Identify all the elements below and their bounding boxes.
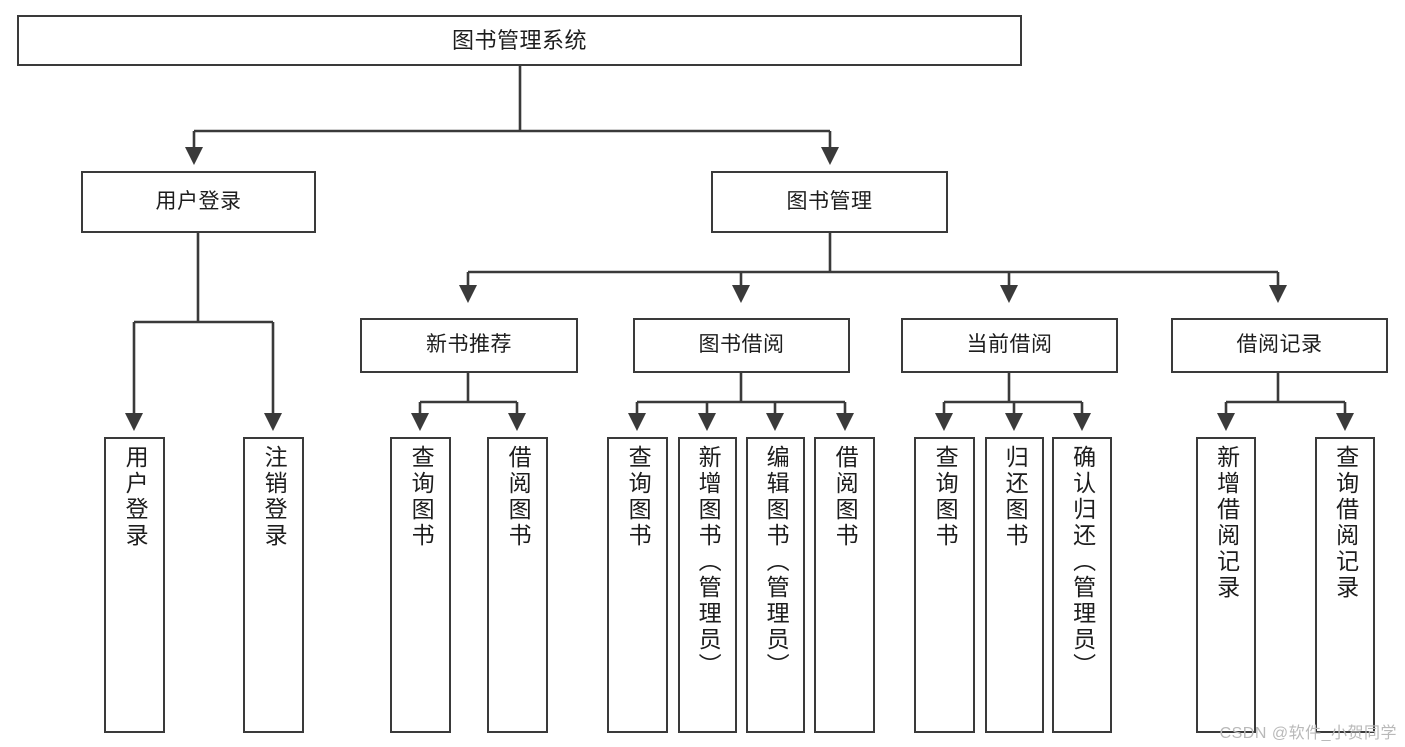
node-label: 归还图书 (1002, 445, 1029, 549)
node-label: 借阅图书 (832, 445, 859, 549)
node-leaf-new-book-borrow[interactable]: 借阅图书 (487, 437, 548, 733)
node-leaf-current-confirm-return-admin[interactable]: 确认归还（管理员） (1052, 437, 1112, 733)
node-label: 图书管理 (786, 189, 873, 213)
node-leaf-borrow-edit-book-admin[interactable]: 编辑图书（管理员） (746, 437, 805, 733)
node-user-login[interactable]: 用户登录 (81, 171, 316, 233)
node-label: 用户登录 (122, 445, 149, 549)
node-label: 用户登录 (155, 189, 242, 213)
node-leaf-borrow-borrow-book[interactable]: 借阅图书 (814, 437, 875, 733)
node-label: 查询图书 (932, 445, 959, 549)
node-label: 新增借阅记录 (1213, 445, 1240, 601)
node-leaf-user-login-login[interactable]: 用户登录 (104, 437, 165, 733)
node-root-book-management-system[interactable]: 图书管理系统 (17, 15, 1022, 66)
node-label: 查询图书 (625, 445, 652, 549)
node-leaf-current-query[interactable]: 查询图书 (914, 437, 975, 733)
node-leaf-borrow-query[interactable]: 查询图书 (607, 437, 668, 733)
node-current-borrow[interactable]: 当前借阅 (901, 318, 1118, 373)
csdn-watermark: CSDN @软件_小贺同学 (1219, 725, 1397, 742)
node-leaf-new-book-query[interactable]: 查询图书 (390, 437, 451, 733)
node-leaf-current-return[interactable]: 归还图书 (985, 437, 1044, 733)
node-label: 借阅记录 (1236, 333, 1323, 357)
node-borrow-record[interactable]: 借阅记录 (1171, 318, 1388, 373)
node-label: 查询借阅记录 (1332, 445, 1359, 601)
node-label: 注销登录 (261, 445, 288, 549)
node-label: 新增图书（管理员） (695, 445, 722, 679)
node-book-borrow[interactable]: 图书借阅 (633, 318, 850, 373)
node-label: 当前借阅 (966, 333, 1053, 357)
node-label: 新书推荐 (426, 333, 512, 357)
node-label: 借阅图书 (505, 445, 532, 549)
node-label: 图书管理系统 (451, 27, 587, 53)
node-label: 编辑图书（管理员） (763, 445, 790, 679)
node-label: 查询图书 (408, 445, 435, 549)
node-book-management[interactable]: 图书管理 (711, 171, 948, 233)
node-leaf-record-add[interactable]: 新增借阅记录 (1196, 437, 1256, 733)
node-leaf-record-query[interactable]: 查询借阅记录 (1315, 437, 1375, 733)
node-leaf-borrow-add-book-admin[interactable]: 新增图书（管理员） (678, 437, 737, 733)
node-label: 图书借阅 (698, 333, 785, 357)
node-label: 确认归还（管理员） (1069, 445, 1096, 679)
node-new-book-recommend[interactable]: 新书推荐 (360, 318, 578, 373)
node-leaf-user-login-logout[interactable]: 注销登录 (243, 437, 304, 733)
